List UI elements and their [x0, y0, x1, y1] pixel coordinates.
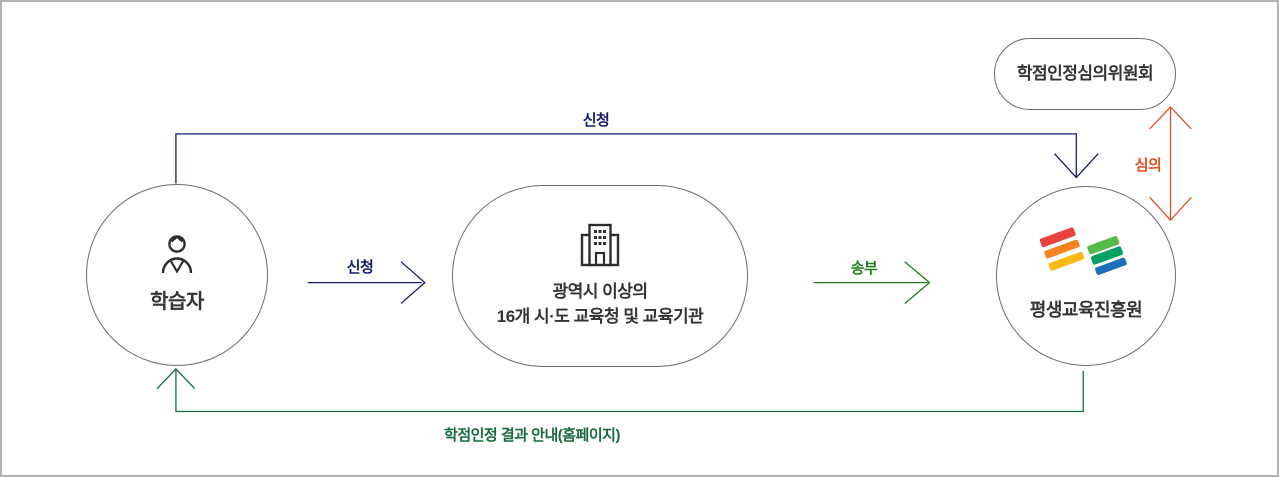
edge-label-apply-direct: 신청: [346, 259, 374, 276]
education-office-line2: 16개 시·도 교육청 및 교육기관: [496, 307, 704, 326]
edge-label-review: 심의: [1134, 157, 1162, 174]
institute-label: 평생교육진흥원: [1029, 299, 1143, 320]
striped-books-logo: [1039, 226, 1130, 283]
edge-label-apply-top: 신청: [582, 112, 610, 129]
edge-label-result: 학점인정 결과 안내(홈페이지): [444, 427, 620, 444]
edge-label-send: 송부: [850, 260, 878, 277]
person-icon: [161, 235, 193, 274]
education-office-line1: 광역시 이상의: [552, 282, 648, 302]
education-office-label: 광역시 이상의 16개 시·도 교육청 및 교육기관: [497, 280, 704, 329]
logo-left-book: [1039, 226, 1085, 272]
node-committee: 학점인정심의위원회: [994, 38, 1176, 110]
committee-label: 학점인정심의위원회: [1016, 63, 1154, 83]
arrowhead-right-icon: [904, 261, 931, 304]
logo-right-book: [1086, 235, 1128, 276]
edge-apply-top-line: [175, 133, 1077, 184]
node-learner: 학습자: [86, 184, 268, 366]
node-education-office: 광역시 이상의 16개 시·도 교육청 및 교육기관: [452, 185, 748, 367]
arrowhead-down-icon: [1054, 153, 1099, 179]
edge-result-line: [175, 369, 1084, 413]
learner-label: 학습자: [150, 291, 204, 313]
arrowhead-up-icon: [1149, 106, 1192, 130]
arrowhead-down-icon: [1149, 196, 1192, 222]
building-icon: [580, 224, 620, 267]
arrowhead-right-icon: [400, 261, 426, 304]
node-institute: 평생교육진흥원: [996, 186, 1176, 366]
arrowhead-up-icon: [156, 367, 196, 390]
